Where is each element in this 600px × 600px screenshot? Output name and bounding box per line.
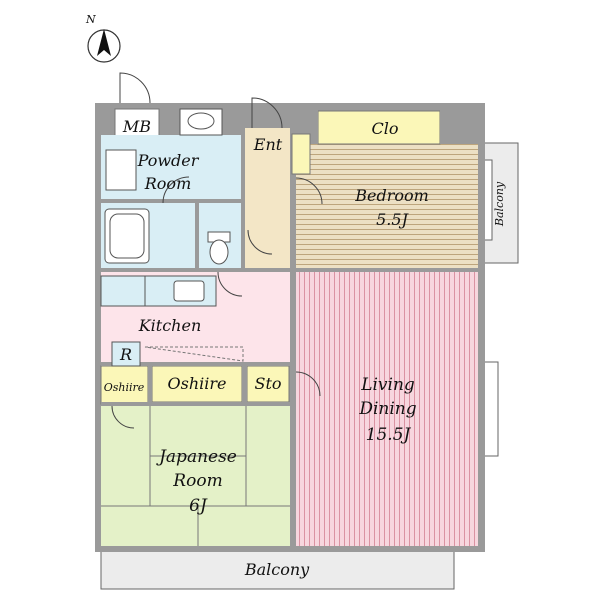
entrance-area bbox=[244, 128, 294, 268]
powder-room-label-line2: Room bbox=[144, 174, 191, 193]
living-dining bbox=[296, 272, 478, 546]
washing-machine-icon bbox=[105, 149, 137, 191]
powder-room-label-line1: Powder bbox=[137, 151, 200, 170]
oshiire-small bbox=[100, 365, 149, 405]
door-kitchen bbox=[217, 271, 243, 297]
interior-walls bbox=[101, 103, 478, 546]
door-japanese bbox=[111, 405, 135, 429]
bedroom-label-line1: Bedroom bbox=[354, 186, 429, 205]
refrigerator-label: R bbox=[119, 345, 132, 364]
living-dining-label-line2: Dining bbox=[358, 399, 416, 419]
door-toilet bbox=[247, 229, 273, 255]
japanese-room-label-line2: Room bbox=[172, 471, 222, 491]
mb-label: MB bbox=[122, 117, 151, 136]
door-storage bbox=[295, 371, 321, 397]
japanese-room-label-line1: Japanese bbox=[156, 447, 237, 467]
oshiire-label: Oshiire bbox=[168, 374, 227, 393]
compass: N bbox=[85, 13, 121, 63]
closet-label: Clo bbox=[372, 119, 399, 138]
oshiire-small-label: Oshiire bbox=[104, 381, 145, 394]
bedroom bbox=[296, 144, 478, 268]
balcony-bottom-label: Balcony bbox=[244, 560, 310, 579]
doors bbox=[111, 72, 323, 429]
sink-icon bbox=[173, 280, 205, 302]
japanese-room-label-line3: 6J bbox=[189, 496, 208, 516]
entrance-label: Ent bbox=[253, 135, 283, 154]
kitchen-label: Kitchen bbox=[138, 316, 202, 335]
bathtub-icon bbox=[104, 208, 150, 264]
storage-label: Sto bbox=[254, 374, 281, 393]
living-dining-label-line1: Living bbox=[360, 375, 415, 395]
door-mb bbox=[119, 72, 151, 104]
closet bbox=[317, 110, 441, 145]
north-arrow-icon bbox=[97, 29, 111, 56]
living-dining-label-line3: 15.5J bbox=[366, 425, 412, 445]
bathtub-inner bbox=[109, 213, 145, 259]
japanese-room bbox=[101, 406, 291, 546]
basin-icon bbox=[187, 112, 215, 130]
entrance-shoe-box bbox=[291, 133, 311, 175]
compass-north-label: N bbox=[85, 13, 96, 26]
balcony-right-label: Balcony bbox=[493, 181, 506, 227]
door-entrance bbox=[251, 97, 283, 129]
bedroom-label-line2: 5.5J bbox=[376, 210, 409, 229]
refrigerator-box bbox=[111, 341, 141, 367]
toilet-icon bbox=[209, 239, 229, 265]
door-bedroom bbox=[295, 177, 323, 205]
kitchen-dashed-outline bbox=[144, 346, 244, 362]
tatami-lines bbox=[101, 406, 291, 546]
door-powder bbox=[162, 176, 190, 204]
